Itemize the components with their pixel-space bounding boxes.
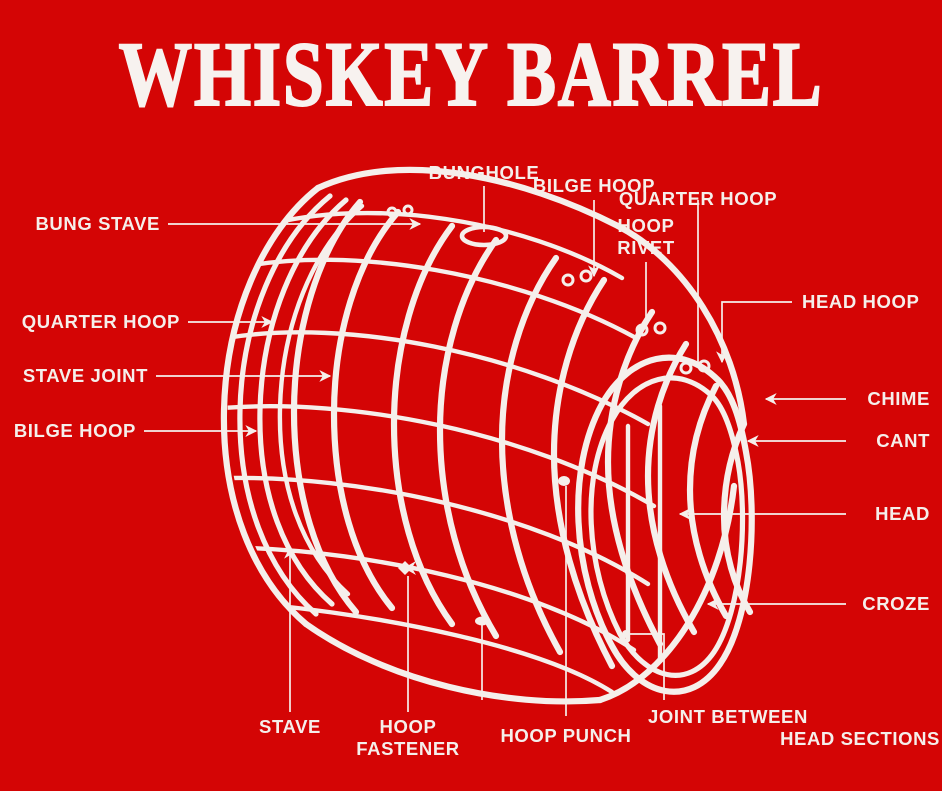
label-quarter-hoop-top: QUARTER HOOP [618, 188, 778, 209]
label-bilge-hoop-left: BILGE HOOP [13, 420, 136, 441]
hoop-quarter-left [290, 198, 402, 616]
label-joint-head-sections: JOINT BETWEEN [648, 706, 808, 727]
leader-head-hoop [716, 301, 792, 364]
hoop-fastener [398, 561, 416, 575]
label-chime: CHIME [867, 388, 930, 409]
hoop-bilge-left [390, 222, 500, 640]
label-quarter-hoop-left: QUARTER HOOP [21, 311, 180, 332]
label-croze: CROZE [862, 593, 930, 614]
barrel-head [575, 354, 755, 695]
label-bung-stave: BUNG STAVE [35, 213, 160, 234]
label-joint-head-sections-2: HEAD SECTIONS [780, 728, 940, 749]
leader-lines [144, 186, 846, 716]
label-hoop-rivet: HOOP RIVET [617, 215, 675, 258]
barrel-body [220, 166, 755, 705]
label-stave-joint: STAVE JOINT [22, 365, 148, 386]
label-head-hoop: HEAD HOOP [802, 291, 920, 312]
page-title: WHISKEY BARREL [118, 23, 824, 125]
hoop-punch-marks [475, 476, 570, 626]
label-bilge-hoop-top: BILGE HOOP [532, 175, 656, 196]
hoop-bilge-right [498, 254, 616, 670]
label-hoop-fastener: HOOP FASTENER [356, 716, 460, 759]
leader-joint-head-sections [626, 633, 665, 700]
label-cant: CANT [876, 430, 930, 451]
label-bunghole: BUNGHOLE [428, 162, 540, 183]
label-stave: STAVE [259, 716, 321, 737]
hoop-quarter-right [604, 308, 698, 648]
label-hoop-punch: HOOP PUNCH [500, 725, 632, 746]
label-head: HEAD [875, 503, 930, 524]
